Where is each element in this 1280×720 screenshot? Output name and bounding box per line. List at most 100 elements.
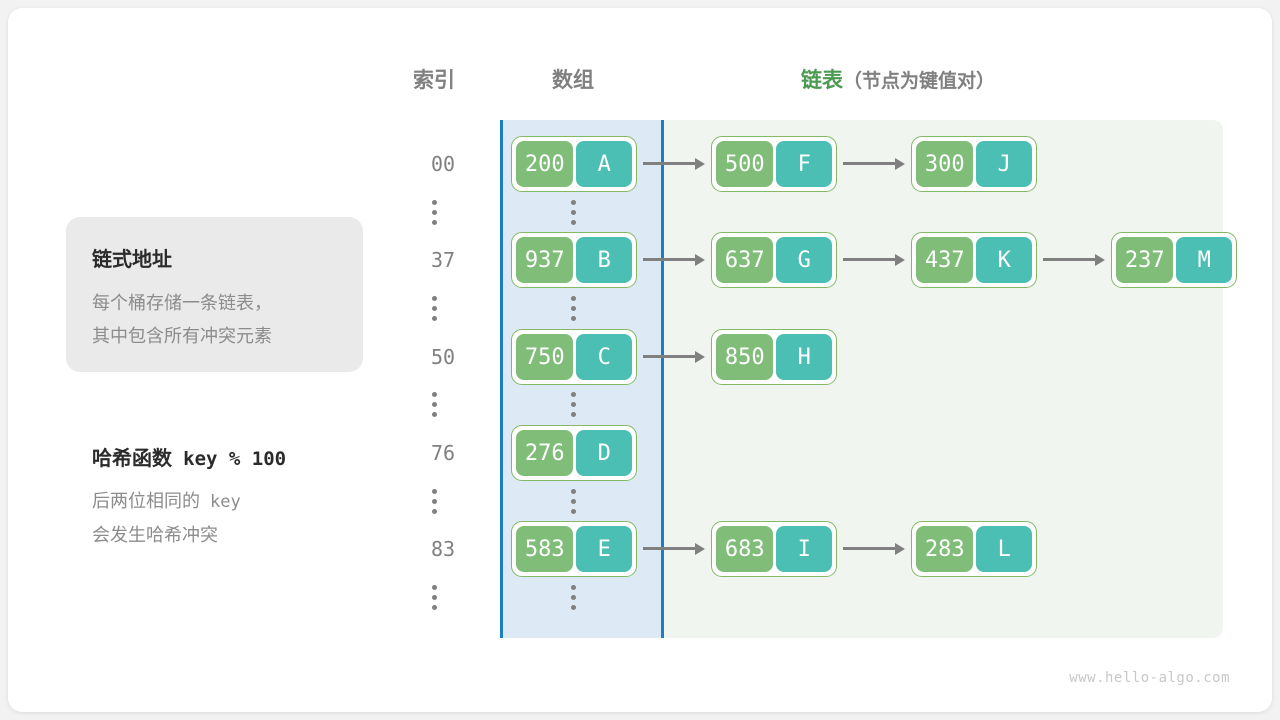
hash-note-line-2: 会发生哈希冲突 xyxy=(92,525,218,545)
dot xyxy=(432,412,437,417)
arrow-shaft xyxy=(843,162,896,165)
node-value: G xyxy=(776,237,832,283)
node-value: M xyxy=(1176,237,1232,283)
chain-arrow xyxy=(643,543,705,555)
dot xyxy=(571,200,576,205)
array-ellipsis xyxy=(571,585,577,610)
array-ellipsis xyxy=(571,200,577,225)
node-value: E xyxy=(576,526,632,572)
dot xyxy=(432,585,437,590)
info-card-line-2: 其中包含所有冲突元素 xyxy=(92,326,272,346)
node-value: B xyxy=(576,237,632,283)
dot xyxy=(571,412,576,417)
arrow-shaft xyxy=(643,162,696,165)
node-value: K xyxy=(976,237,1032,283)
arrow-head xyxy=(895,254,905,266)
node-key: 283 xyxy=(916,526,974,572)
arrow-head xyxy=(895,158,905,170)
dot xyxy=(432,595,437,600)
arrow-head xyxy=(1095,254,1105,266)
dot xyxy=(571,296,576,301)
node-key: 300 xyxy=(916,141,974,187)
dot xyxy=(432,509,437,514)
dot xyxy=(432,499,437,504)
dot xyxy=(571,489,576,494)
node-value: D xyxy=(576,430,632,476)
node-value: A xyxy=(576,141,632,187)
dot xyxy=(571,220,576,225)
chain-arrow xyxy=(843,543,905,555)
node-key: 850 xyxy=(716,334,774,380)
dot xyxy=(571,316,576,321)
hash-note-line-1: 后两位相同的 key xyxy=(92,487,241,513)
arrow-shaft xyxy=(643,547,696,550)
array-ellipsis xyxy=(571,392,577,417)
arrow-head xyxy=(895,543,905,555)
dot xyxy=(432,220,437,225)
dot xyxy=(571,499,576,504)
node-value: J xyxy=(976,141,1032,187)
node-value: I xyxy=(776,526,832,572)
info-card-title: 链式地址 xyxy=(92,249,172,271)
hash-note-line-1-code: key xyxy=(210,492,241,512)
header-index: 索引 xyxy=(413,69,455,92)
node-key: 437 xyxy=(916,237,974,283)
arrow-shaft xyxy=(843,547,896,550)
header-linked-list-sub: （节点为键值对） xyxy=(843,71,996,92)
info-card: 链式地址 每个桶存储一条链表， 其中包含所有冲突元素 xyxy=(66,217,363,372)
dot xyxy=(432,210,437,215)
dot xyxy=(571,306,576,311)
node-key: 937 xyxy=(516,237,574,283)
dot xyxy=(571,595,576,600)
node-key: 200 xyxy=(516,141,574,187)
index-ellipsis xyxy=(432,392,438,417)
index-label-50: 50 xyxy=(430,345,456,369)
hash-note-line-1-text: 后两位相同的 xyxy=(92,491,200,511)
dot xyxy=(432,605,437,610)
dot xyxy=(571,585,576,590)
header-array: 数组 xyxy=(552,69,594,92)
hash-function-expression: key % 100 xyxy=(183,448,287,470)
dot xyxy=(571,509,576,514)
dot xyxy=(432,296,437,301)
index-ellipsis xyxy=(432,585,438,610)
node-key: 637 xyxy=(716,237,774,283)
node-value: H xyxy=(776,334,832,380)
chain-arrow xyxy=(643,254,705,266)
array-ellipsis xyxy=(571,489,577,514)
dot xyxy=(432,316,437,321)
node-value: C xyxy=(576,334,632,380)
dot xyxy=(571,392,576,397)
node-key: 583 xyxy=(516,526,574,572)
hash-function-label: 哈希函数 xyxy=(92,448,172,470)
arrow-shaft xyxy=(643,355,696,358)
header-linked-list-main: 链表 xyxy=(801,69,843,92)
watermark: www.hello-algo.com xyxy=(1069,670,1230,686)
dot xyxy=(432,306,437,311)
chain-arrow xyxy=(1043,254,1105,266)
hash-function-title: 哈希函数 key % 100 xyxy=(92,442,286,471)
index-label-00: 00 xyxy=(430,152,456,176)
dot xyxy=(571,402,576,407)
dot xyxy=(571,605,576,610)
arrow-shaft xyxy=(643,258,696,261)
index-ellipsis xyxy=(432,296,438,321)
chain-arrow xyxy=(843,254,905,266)
arrow-head xyxy=(695,351,705,363)
node-value: L xyxy=(976,526,1032,572)
array-ellipsis xyxy=(571,296,577,321)
node-key: 276 xyxy=(516,430,574,476)
dot xyxy=(571,210,576,215)
chain-arrow xyxy=(643,351,705,363)
node-key: 683 xyxy=(716,526,774,572)
